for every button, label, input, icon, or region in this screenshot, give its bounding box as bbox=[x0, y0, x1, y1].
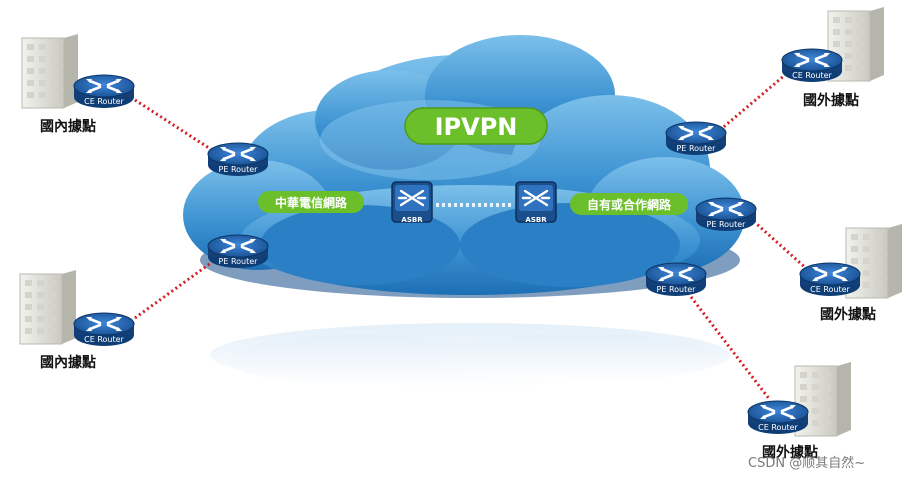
ce-label-domestic-2: CE Router bbox=[84, 335, 124, 344]
ce-label-overseas-3: CE Router bbox=[758, 423, 798, 432]
ipvpn-title: IPVPN bbox=[435, 113, 518, 141]
pe-label-right-top: PE Router bbox=[677, 144, 717, 153]
pe-label-left-top: PE Router bbox=[219, 165, 259, 174]
link-overseas-2 bbox=[748, 216, 810, 272]
building-domestic-1 bbox=[21, 33, 79, 109]
pe-label-right-mid: PE Router bbox=[707, 220, 747, 229]
ce-label-domestic-1: CE Router bbox=[84, 97, 124, 106]
ce-label-overseas-1: CE Router bbox=[792, 71, 832, 80]
ipvpn-title-pill bbox=[404, 107, 548, 145]
cloud-label-pill-right bbox=[570, 193, 688, 215]
site-label-overseas-3: 國外據點 bbox=[762, 445, 818, 461]
asbr-label-left: ASBR bbox=[401, 216, 423, 224]
site-label-overseas-1: 國外據點 bbox=[803, 93, 859, 109]
link-overseas-1 bbox=[719, 73, 786, 132]
watermark: CSDN @顺其自然~ bbox=[748, 456, 866, 471]
link-domestic-1 bbox=[134, 98, 213, 152]
cloud-label-right: 自有或合作網路 bbox=[587, 197, 672, 212]
pe-label-right-bottom: PE Router bbox=[657, 285, 697, 294]
access-links bbox=[134, 73, 810, 401]
cloud-label-left: 中華電信網路 bbox=[275, 195, 348, 210]
cloud-label-pill-left bbox=[258, 191, 364, 213]
link-domestic-2 bbox=[134, 258, 216, 320]
asbr-label-right: ASBR bbox=[525, 216, 547, 224]
cloud-reflection bbox=[210, 323, 730, 387]
pe-label-left-bottom: PE Router bbox=[219, 257, 259, 266]
site-label-domestic-2: 國內據點 bbox=[40, 355, 96, 371]
site-label-overseas-2: 國外據點 bbox=[820, 307, 876, 323]
site-label-domestic-1: 國內據點 bbox=[40, 119, 96, 135]
building-domestic-2 bbox=[19, 269, 77, 345]
ce-label-overseas-2: CE Router bbox=[810, 285, 850, 294]
